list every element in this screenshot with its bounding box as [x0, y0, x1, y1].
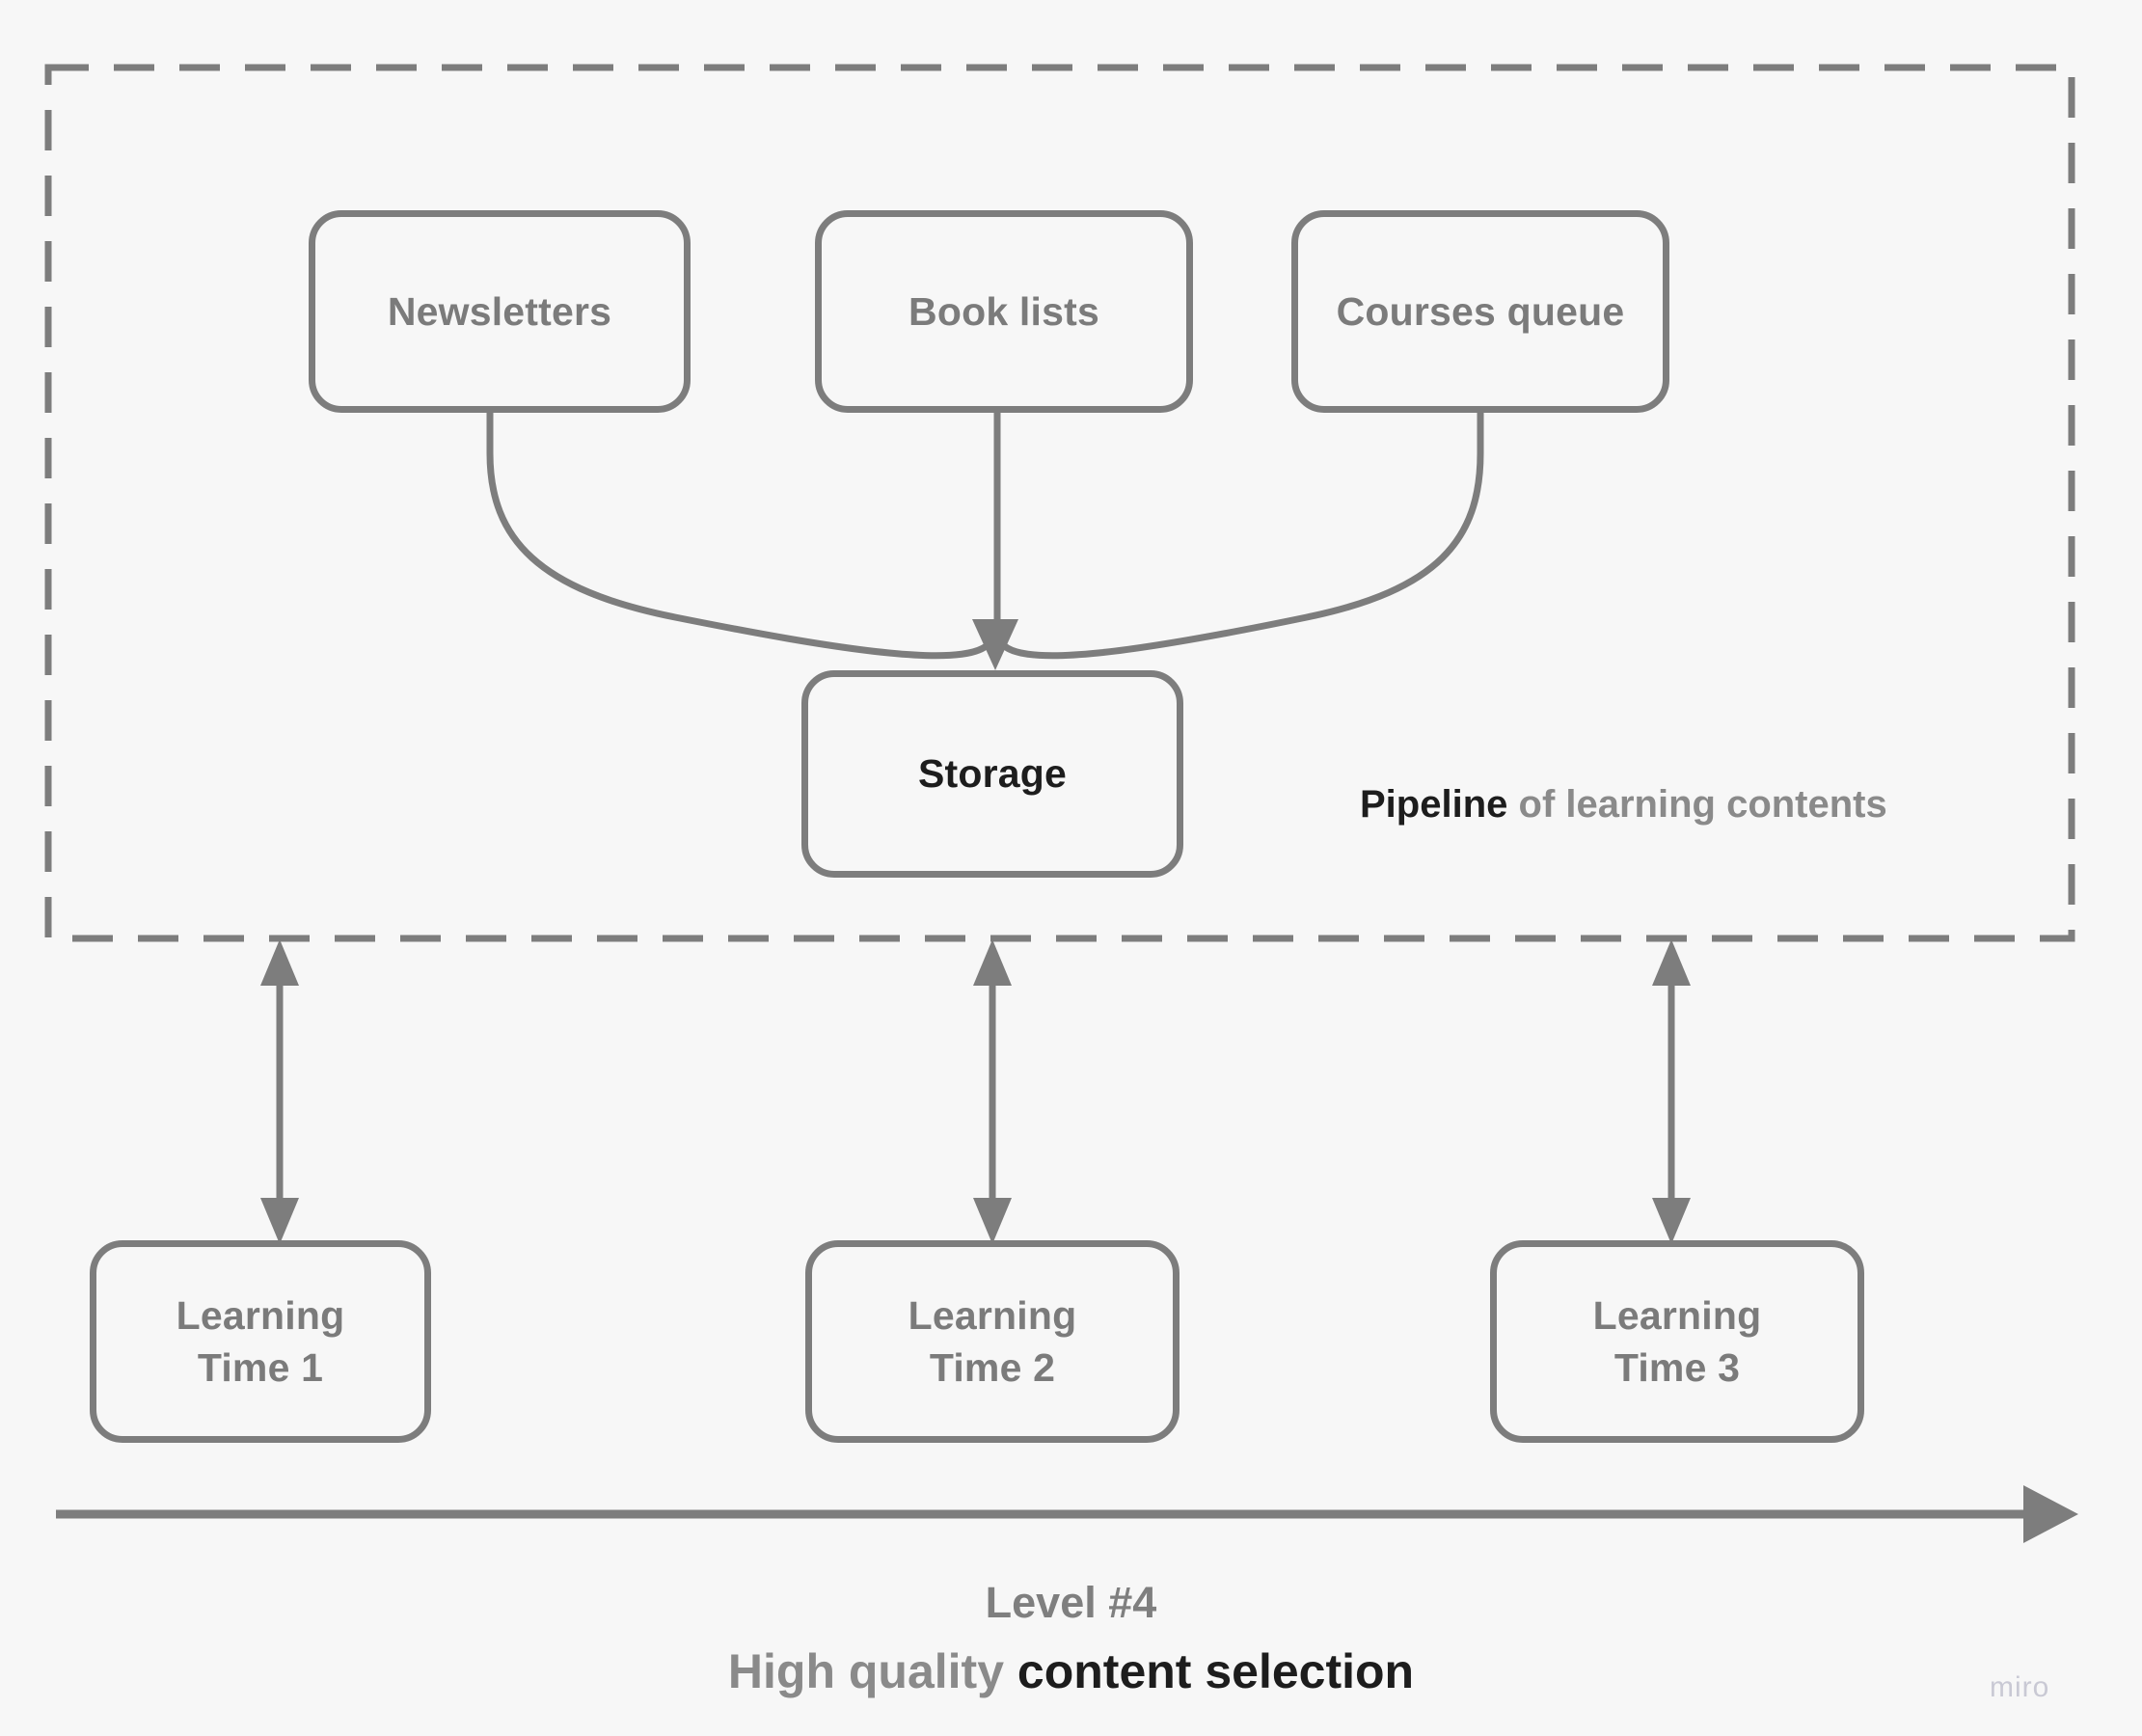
pipeline-caption-bold: Pipeline — [1360, 783, 1508, 826]
node-newsletters[interactable]: Newsletters — [309, 210, 691, 413]
node-learning-time-2-label: Learning Time 2 — [908, 1289, 1077, 1394]
miro-watermark: miro — [1990, 1671, 2050, 1703]
pipeline-caption: Pipeline of learning contents — [1360, 783, 1887, 827]
double-arrow-learning-time-1 — [260, 939, 299, 1244]
learning-time-1-line1: Learning — [176, 1292, 345, 1338]
node-courses-queue[interactable]: Courses queue — [1291, 210, 1669, 413]
learning-time-3-line1: Learning — [1592, 1292, 1762, 1338]
double-arrow-learning-time-3 — [1652, 939, 1691, 1244]
pipeline-caption-regular: of learning contents — [1507, 783, 1887, 826]
node-storage[interactable]: Storage — [801, 670, 1183, 878]
double-arrow-learning-time-2 — [973, 939, 1012, 1244]
node-storage-label: Storage — [917, 751, 1068, 797]
learning-time-2-line2: Time 2 — [929, 1345, 1056, 1390]
node-learning-time-1-label: Learning Time 1 — [176, 1289, 345, 1394]
connector-coursesqueue-to-storage — [995, 409, 1484, 660]
connector-newsletters-to-storage — [486, 409, 996, 660]
footer-caption: Level #4 High quality content selection — [0, 1578, 2142, 1699]
node-book-lists-label: Book lists — [908, 288, 1099, 334]
footer-subtitle: High quality content selection — [0, 1643, 2142, 1699]
learning-time-3-line2: Time 3 — [1613, 1345, 1741, 1390]
node-courses-queue-label: Courses queue — [1336, 288, 1625, 334]
footer-subtitle-soft: High quality — [727, 1644, 1017, 1698]
footer-level: Level #4 — [985, 1578, 1157, 1627]
learning-time-1-line2: Time 1 — [197, 1345, 324, 1390]
node-learning-time-1[interactable]: Learning Time 1 — [90, 1240, 431, 1443]
node-learning-time-3-label: Learning Time 3 — [1593, 1289, 1762, 1394]
arrowhead-into-storage — [972, 619, 1018, 670]
node-learning-time-3[interactable]: Learning Time 3 — [1490, 1240, 1864, 1443]
node-newsletters-label: Newsletters — [387, 288, 612, 334]
footer-subtitle-strong: content selection — [1017, 1644, 1415, 1698]
node-learning-time-2[interactable]: Learning Time 2 — [805, 1240, 1179, 1443]
timeline-arrow — [56, 1485, 2078, 1543]
learning-time-2-line1: Learning — [908, 1292, 1077, 1338]
node-book-lists[interactable]: Book lists — [815, 210, 1193, 413]
